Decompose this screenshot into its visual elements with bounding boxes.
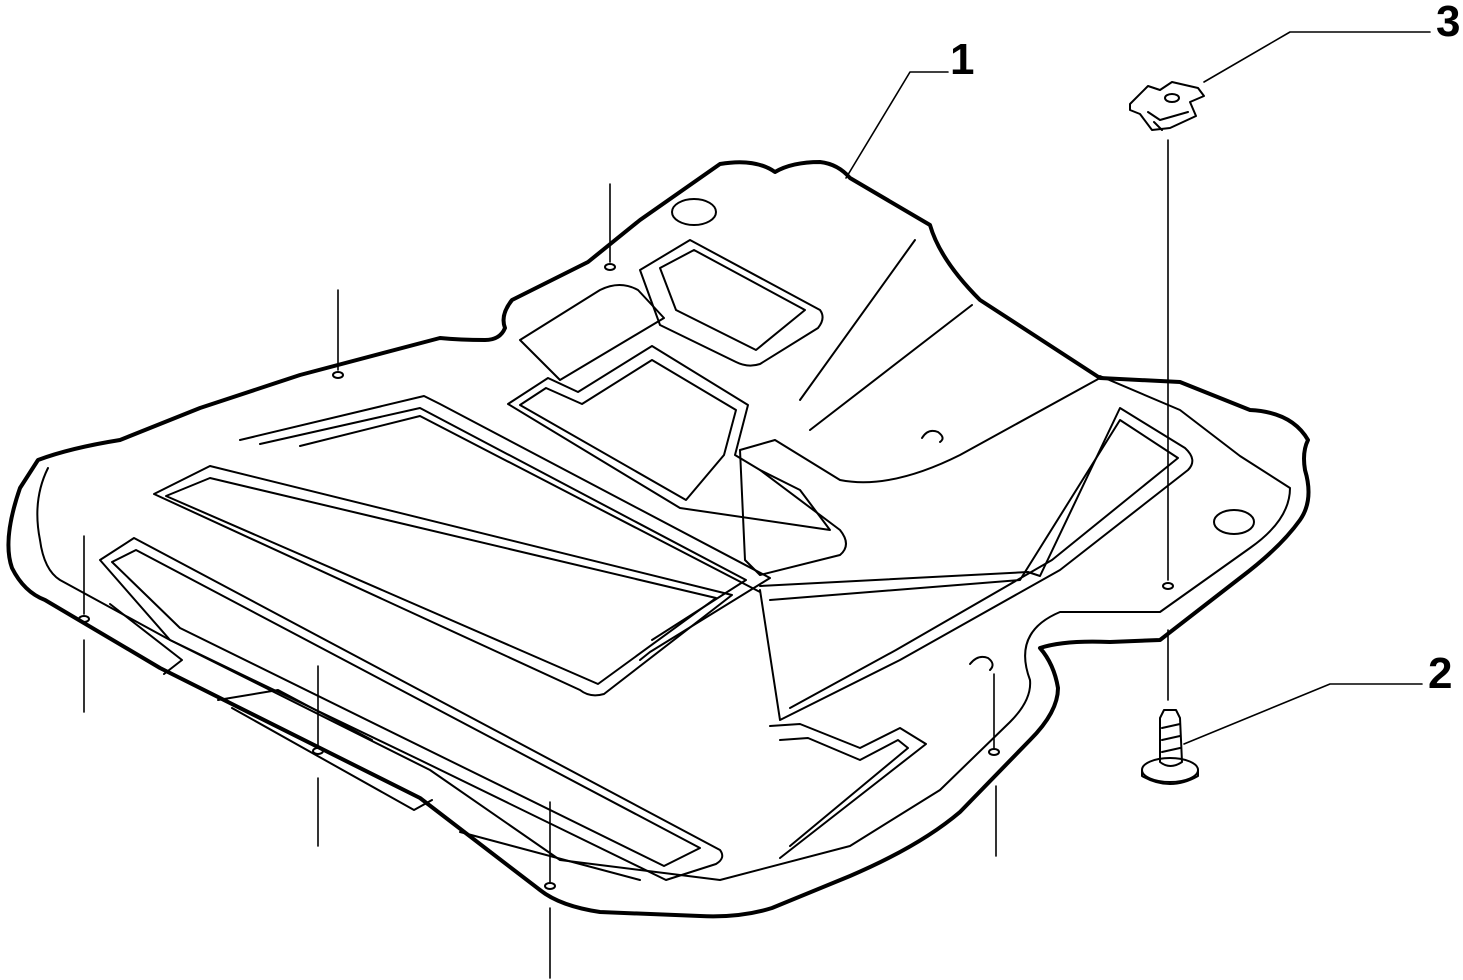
fastener-barbs — [1161, 723, 1181, 753]
long-panel — [239, 395, 771, 661]
push-fastener[interactable] — [1141, 709, 1199, 785]
long-panel-inner — [259, 407, 747, 641]
leader-line-2 — [1183, 683, 1423, 745]
long-panel-inner — [165, 477, 717, 685]
raised-pad — [639, 239, 824, 367]
callout-label-2: 2 — [1428, 649, 1453, 698]
mounting-hole — [671, 198, 717, 226]
skirt-tab — [109, 603, 641, 881]
shield-inner-rim — [36, 375, 1291, 881]
leader-line-3 — [1203, 31, 1431, 83]
clip-nut-detail — [1147, 111, 1189, 131]
right-panel-inner — [769, 419, 1179, 709]
right-channel — [769, 723, 927, 859]
clip-nut[interactable] — [1129, 81, 1205, 131]
fastener-hole — [544, 882, 556, 890]
right-panel — [759, 407, 1194, 721]
fastener-hole — [988, 748, 1000, 756]
fastener-head-side — [1141, 769, 1199, 785]
shield-outline — [6, 160, 1311, 919]
fastener-hole — [1162, 582, 1174, 590]
clip-nut-hole — [1164, 93, 1180, 103]
raised-pad-inner — [659, 249, 806, 351]
underbody-shield[interactable] — [6, 160, 1311, 919]
clip-nut-body — [1129, 81, 1205, 131]
center-tunnel — [519, 284, 665, 381]
fastener-shank — [1159, 709, 1183, 767]
callout-label-3: 3 — [1436, 0, 1461, 46]
front-channel-inner — [111, 549, 701, 867]
fastener-hole — [78, 615, 90, 623]
mounting-hole — [921, 429, 944, 443]
callout-label-1: 1 — [950, 35, 975, 84]
leader-line-1 — [845, 71, 949, 179]
fastener-head — [1141, 757, 1199, 783]
long-panel — [299, 415, 761, 593]
center-tunnel-ridge — [739, 239, 1101, 484]
right-channel-inner — [779, 737, 909, 847]
fastener-axes — [78, 139, 1174, 979]
middle-panel-inner — [519, 359, 737, 501]
middle-panel — [507, 345, 831, 531]
fastener-hole — [332, 371, 344, 379]
fastener-hole — [604, 263, 616, 271]
mounting-hole — [1213, 509, 1255, 535]
front-channel — [99, 537, 724, 881]
fastener-hole — [312, 747, 324, 755]
mounting-hole — [969, 655, 994, 671]
center-tunnel-drop — [739, 449, 847, 576]
